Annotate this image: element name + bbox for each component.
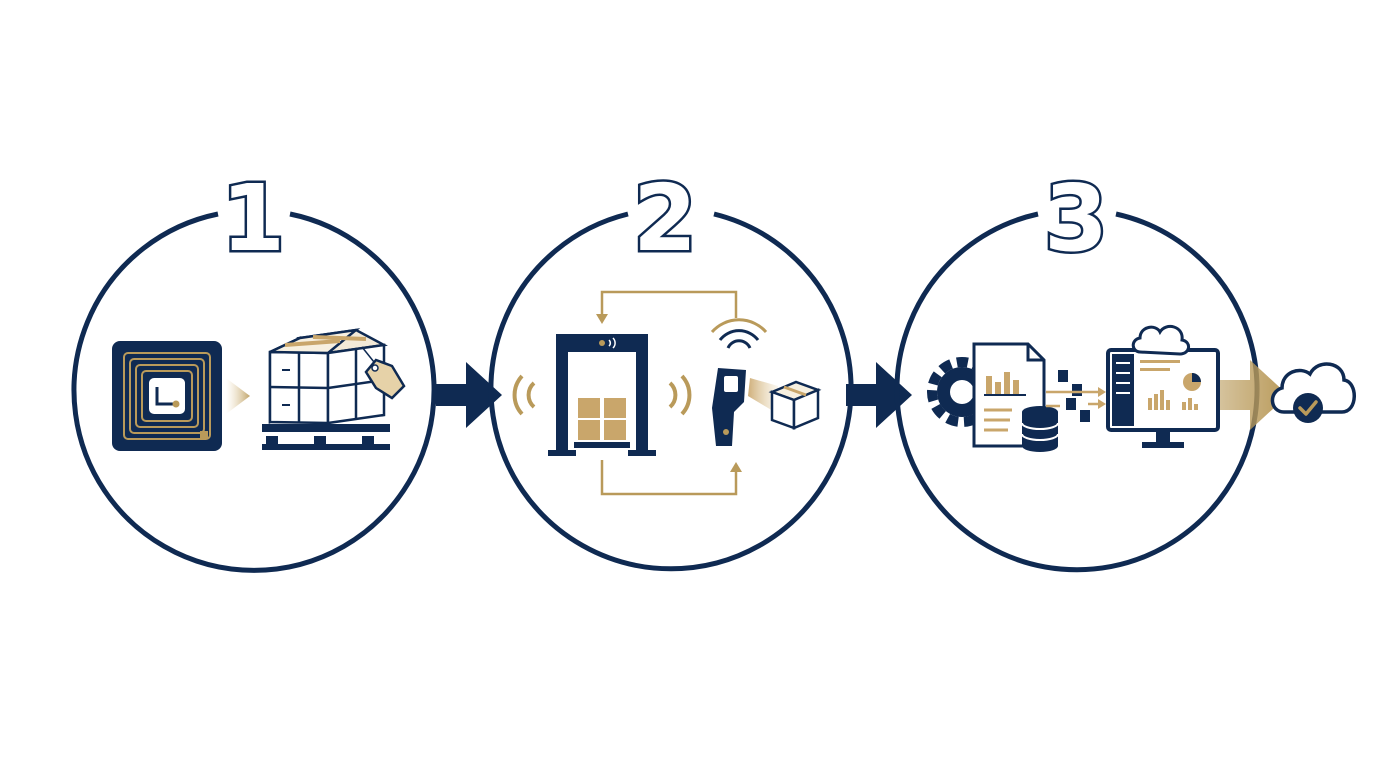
database-icon bbox=[1021, 406, 1059, 452]
rfid-tag-icon bbox=[112, 341, 222, 451]
step-3: 3 bbox=[894, 163, 1260, 573]
tag-fade-arrow bbox=[226, 378, 250, 414]
step-2-number: 2 bbox=[633, 165, 697, 272]
price-tag-icon bbox=[361, 346, 406, 400]
pallet-boxes-icon bbox=[262, 328, 390, 450]
loop-arrows-icon bbox=[596, 290, 742, 496]
step-1-circle bbox=[71, 211, 437, 573]
step-3-circle bbox=[894, 211, 1260, 573]
data-flow-icon bbox=[1046, 370, 1106, 422]
step-1-number: 1 bbox=[221, 165, 285, 272]
handheld-scanner-icon bbox=[710, 318, 778, 446]
arrow-step-2-to-3 bbox=[846, 362, 912, 428]
arrow-step-1-to-2 bbox=[436, 362, 502, 428]
arrow-step-3-to-cloud bbox=[1220, 360, 1288, 430]
step-2-circle bbox=[488, 211, 854, 572]
cloud-check-icon bbox=[1270, 362, 1356, 423]
rfid-gate-reader-icon bbox=[512, 334, 692, 456]
step-2: 2 bbox=[488, 163, 854, 572]
step-1: 1 bbox=[71, 163, 437, 573]
package-icon bbox=[768, 380, 822, 430]
monitor-dashboard-icon bbox=[1106, 348, 1220, 448]
cloud-icon bbox=[1131, 324, 1190, 356]
step-3-number: 3 bbox=[1044, 165, 1108, 272]
